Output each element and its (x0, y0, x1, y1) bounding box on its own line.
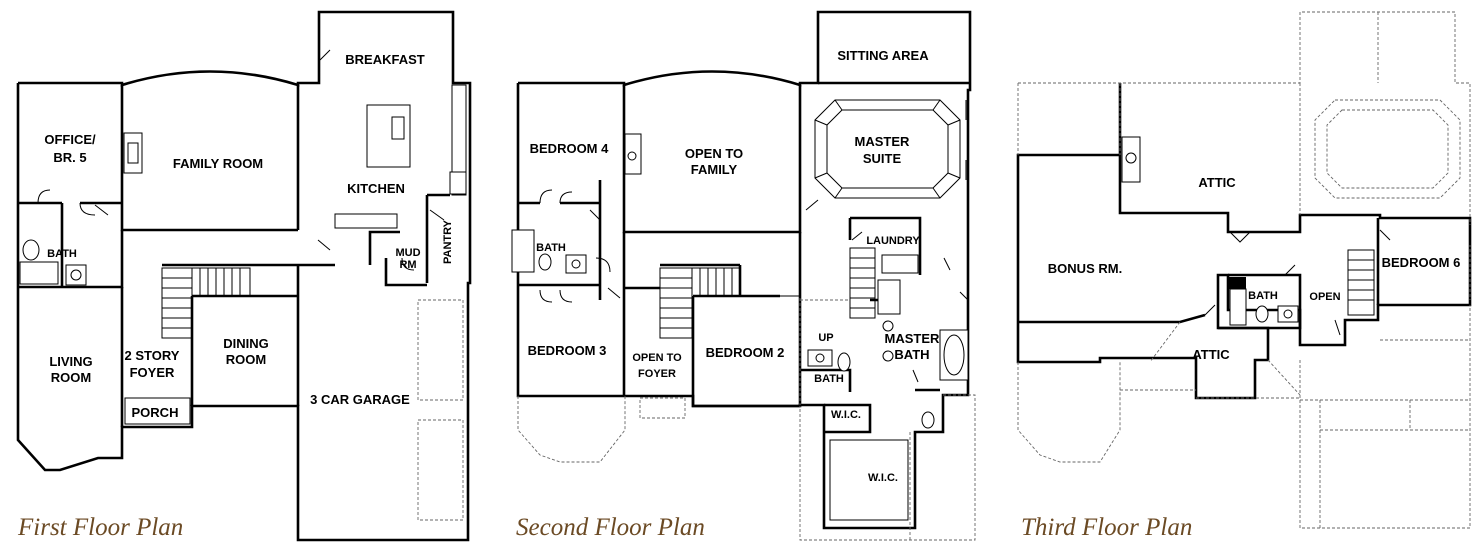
room-master-suite-label-2: SUITE (863, 151, 902, 166)
second-floor-title: Second Floor Plan (516, 514, 705, 541)
first-floor-plan (16, 10, 472, 542)
room-bath-label: BATH (47, 248, 77, 260)
room-open-family-label-2: FAMILY (691, 162, 738, 177)
room-open-foyer-label-2: FOYER (638, 368, 676, 380)
room-porch-label: PORCH (132, 405, 179, 420)
room-pantry-label: PANTRY (442, 219, 454, 264)
room-bath-2-label: BATH (536, 242, 566, 254)
room-bedroom-3-label: BEDROOM 3 (528, 343, 607, 358)
room-bedroom-2-label: BEDROOM 2 (706, 345, 785, 360)
room-rm-label: RM (399, 259, 416, 271)
room-attic-lower-label: ATTIC (1192, 347, 1230, 362)
room-living-label-2: ROOM (51, 370, 91, 385)
room-living-label-1: LIVING (49, 354, 92, 369)
room-master-bath-label-1: MASTER (885, 331, 941, 346)
room-sitting-area-label: SITTING AREA (837, 48, 929, 63)
room-bonus-label: BONUS RM. (1048, 261, 1122, 276)
room-open-foyer-label-1: OPEN TO (632, 352, 682, 364)
room-master-suite-label-1: MASTER (855, 134, 911, 149)
room-wic-small-label: W.I.C. (831, 409, 861, 421)
room-family-room-label: FAMILY ROOM (173, 156, 263, 171)
room-master-bath-label-2: BATH (894, 347, 929, 362)
room-breakfast-label: BREAKFAST (345, 52, 425, 67)
room-garage-label: 3 CAR GARAGE (310, 392, 410, 407)
room-foyer-label-1: 2 STORY (125, 348, 180, 363)
room-dining-label-2: ROOM (226, 352, 266, 367)
second-floor-plan (511, 10, 976, 541)
room-open-family-label-1: OPEN TO (685, 146, 743, 161)
room-bath-third-label: BATH (1248, 290, 1278, 302)
room-wic-large-label: W.I.C. (868, 472, 898, 484)
third-floor-plan (1016, 11, 1472, 529)
room-office-label-2: BR. 5 (53, 150, 86, 165)
room-foyer-label-2: FOYER (130, 365, 175, 380)
room-laundry-label: LAUNDRY (866, 235, 920, 247)
room-bath-3-label: BATH (814, 373, 844, 385)
room-dining-label-1: DINING (223, 336, 269, 351)
room-office-label-1: OFFICE/ (44, 132, 96, 147)
room-kitchen-label: KITCHEN (347, 181, 405, 196)
stair-up-label: UP (818, 332, 833, 344)
third-floor-title: Third Floor Plan (1021, 514, 1192, 541)
room-attic-upper-label: ATTIC (1198, 175, 1236, 190)
room-mud-label: MUD (395, 247, 420, 259)
room-open-label: OPEN (1309, 291, 1340, 303)
room-bedroom-4-label: BEDROOM 4 (530, 141, 610, 156)
first-floor-title: First Floor Plan (17, 514, 183, 541)
room-bedroom-6-label: BEDROOM 6 (1382, 255, 1461, 270)
